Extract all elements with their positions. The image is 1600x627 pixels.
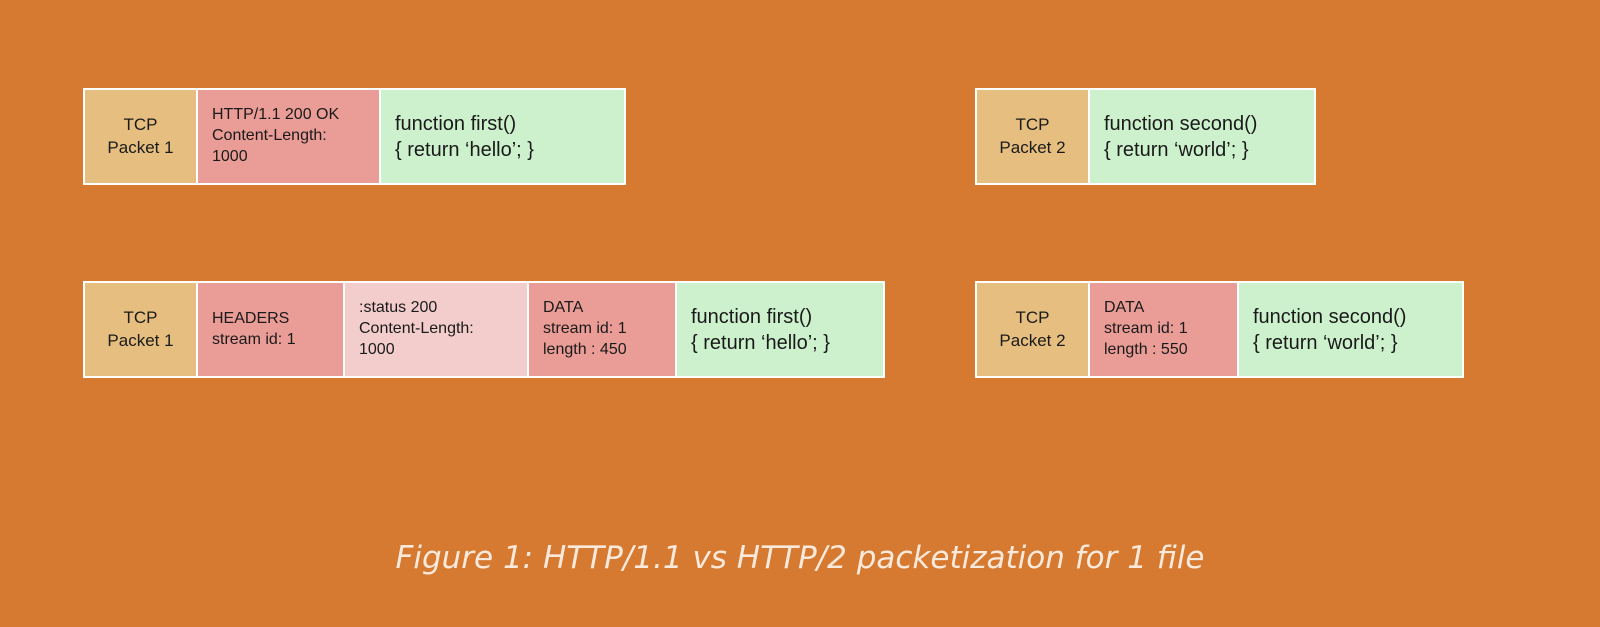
frame-line: stream id: 1 [1104,320,1188,338]
tcp-label-line: Packet 1 [107,137,174,157]
http1-packet2: TCP Packet 2 function second() { return … [975,88,1316,185]
frame-line: DATA [543,299,584,317]
payload-line: :status 200 [359,299,438,317]
body-payload: function first() { return ‘hello’; } [381,90,624,183]
headers-frame: HEADERS stream id: 1 [198,283,345,376]
header-line: 1000 [212,147,248,165]
http1-header: HTTP/1.1 200 OK Content-Length: 1000 [198,90,381,183]
frame-line: length : 450 [543,340,627,358]
code-line: { return ‘world’; } [1253,331,1398,354]
frame-line: DATA [1104,299,1145,317]
frame-line: HEADERS [212,309,290,327]
body-payload: function second() { return ‘world’; } [1090,90,1314,183]
figure-caption: Figure 1: HTTP/1.1 vs HTTP/2 packetizati… [395,540,1205,576]
tcp-label-line: Packet 1 [107,330,174,350]
tcp-label: TCP Packet 1 [85,90,198,183]
code-line: { return ‘world’; } [1104,138,1249,161]
tcp-label-line: TCP [1015,308,1050,328]
tcp-label: TCP Packet 1 [85,283,198,376]
code-line: { return ‘hello’; } [395,138,534,161]
payload-line: 1000 [359,340,395,358]
tcp-label-line: TCP [1015,115,1050,135]
body-payload: function second() { return ‘world’; } [1239,283,1462,376]
header-line: Content-Length: [212,127,327,145]
http1-packet1: TCP Packet 1 HTTP/1.1 200 OK Content-Len… [83,88,626,185]
data-frame: DATA stream id: 1 length : 550 [1090,283,1239,376]
code-line: function second() [1253,305,1407,328]
tcp-label: TCP Packet 2 [977,283,1090,376]
headers-payload: :status 200 Content-Length: 1000 [345,283,529,376]
tcp-label-line: TCP [123,308,158,328]
frame-line: stream id: 1 [212,330,296,348]
code-line: function first() [395,112,517,135]
payload-line: Content-Length: [359,320,474,338]
code-line: { return ‘hello’; } [691,331,830,354]
tcp-label-line: TCP [123,115,158,135]
code-line: function first() [691,305,813,328]
frame-line: stream id: 1 [543,320,627,338]
tcp-label-line: Packet 2 [999,330,1066,350]
tcp-label-line: Packet 2 [999,137,1066,157]
data-frame: DATA stream id: 1 length : 450 [529,283,677,376]
body-payload: function first() { return ‘hello’; } [677,283,883,376]
tcp-label: TCP Packet 2 [977,90,1090,183]
frame-line: length : 550 [1104,340,1188,358]
http2-packet2: TCP Packet 2 DATA stream id: 1 length : … [975,281,1464,378]
http2-packet1: TCP Packet 1 HEADERS stream id: 1 :statu… [83,281,885,378]
header-line: HTTP/1.1 200 OK [212,106,340,124]
code-line: function second() [1104,112,1258,135]
